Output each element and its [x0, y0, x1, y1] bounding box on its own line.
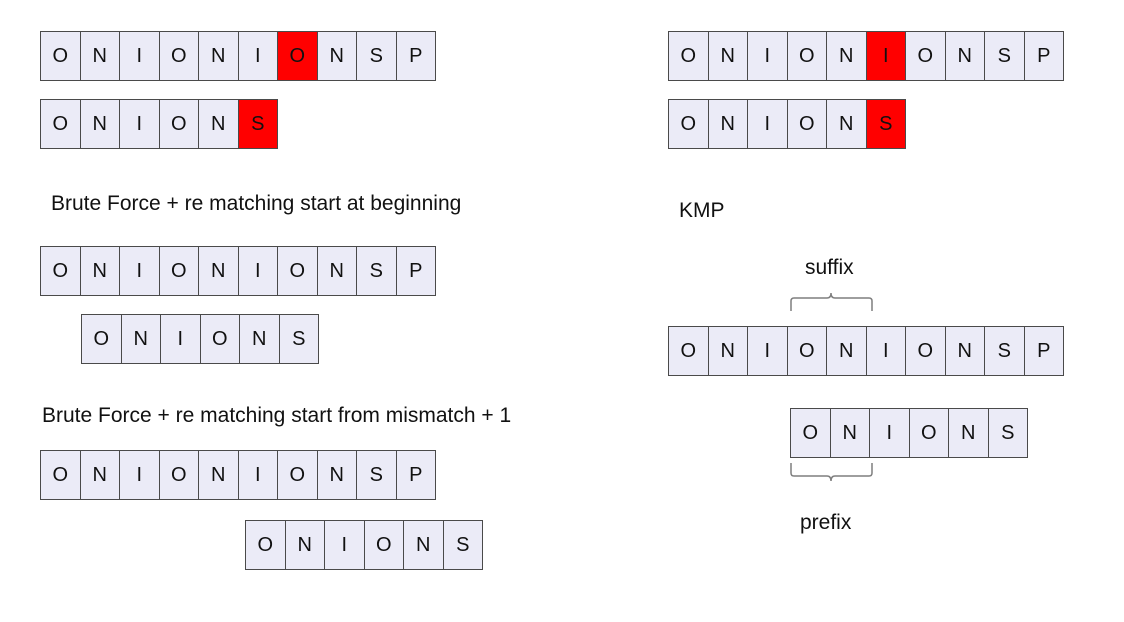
letter-cell: O — [277, 450, 318, 500]
letter-cell: O — [81, 314, 122, 364]
letter-cell: I — [865, 326, 906, 376]
letter-cell: N — [79, 246, 120, 296]
letter-cell: O — [786, 31, 827, 81]
letter-cell: O — [40, 99, 81, 149]
letter-cell: I — [237, 450, 278, 500]
prefix-brace — [790, 463, 873, 482]
letter-cell: O — [199, 314, 240, 364]
prefix-label: prefix — [800, 511, 852, 534]
letter-cell: N — [120, 314, 161, 364]
letter-cell: S — [356, 31, 397, 81]
letter-cell: O — [245, 520, 286, 570]
letter-cell: O — [158, 31, 199, 81]
letter-cell: S — [442, 520, 483, 570]
letter-cell: O — [790, 408, 831, 458]
letter-cell: O — [786, 326, 827, 376]
letter-cell: I — [747, 99, 788, 149]
letter-cell: N — [944, 326, 985, 376]
kmp-label: KMP — [679, 199, 725, 222]
letter-cell: N — [707, 99, 748, 149]
letter-cell: O — [158, 246, 199, 296]
letter-cell: N — [944, 31, 985, 81]
bf-beginning-label: Brute Force + re matching start at begin… — [51, 192, 462, 215]
letter-cell: N — [198, 450, 239, 500]
letter-cell: I — [237, 246, 278, 296]
letter-cell: P — [395, 450, 436, 500]
suffix-brace — [790, 292, 873, 311]
letter-cell: N — [948, 408, 989, 458]
letter-cell: O — [905, 31, 946, 81]
letter-cell: N — [316, 246, 357, 296]
letter-cell: I — [237, 31, 278, 81]
letter-cell: I — [119, 450, 160, 500]
letter-cell: N — [316, 31, 357, 81]
letter-cell: S — [984, 31, 1025, 81]
letter-cell: I — [119, 99, 160, 149]
letter-cell: I — [865, 31, 906, 81]
letter-cell: O — [786, 99, 827, 149]
letter-cell: S — [984, 326, 1025, 376]
letter-cell: S — [356, 246, 397, 296]
letter-cell: N — [79, 450, 120, 500]
letter-cell: I — [324, 520, 365, 570]
letter-cell: I — [869, 408, 910, 458]
letter-cell: P — [1023, 326, 1064, 376]
letter-cell: O — [668, 326, 709, 376]
letter-cell: S — [865, 99, 906, 149]
letter-cell: O — [277, 246, 318, 296]
letter-cell: S — [237, 99, 278, 149]
suffix-label: suffix — [805, 256, 854, 279]
letter-cell: I — [160, 314, 201, 364]
letter-cell: N — [79, 31, 120, 81]
letter-cell: N — [316, 450, 357, 500]
letter-cell: P — [1023, 31, 1064, 81]
letter-cell: N — [829, 408, 870, 458]
letter-cell: N — [707, 31, 748, 81]
letter-cell: O — [40, 31, 81, 81]
letter-cell: N — [826, 99, 867, 149]
letter-cell: O — [908, 408, 949, 458]
letter-cell: N — [403, 520, 444, 570]
letter-cell: O — [40, 246, 81, 296]
letter-cell: P — [395, 31, 436, 81]
letter-cell: O — [277, 31, 318, 81]
letter-cell: S — [278, 314, 319, 364]
letter-cell: S — [356, 450, 397, 500]
letter-cell: N — [198, 99, 239, 149]
letter-cell: N — [79, 99, 120, 149]
letter-cell: N — [198, 31, 239, 81]
letter-cell: I — [119, 246, 160, 296]
letter-cell: O — [158, 99, 199, 149]
letter-cell: N — [826, 31, 867, 81]
letter-cell: O — [905, 326, 946, 376]
letter-cell: N — [826, 326, 867, 376]
letter-cell: N — [707, 326, 748, 376]
letter-cell: I — [119, 31, 160, 81]
letter-cell: N — [198, 246, 239, 296]
letter-cell: I — [747, 326, 788, 376]
letter-cell: P — [395, 246, 436, 296]
letter-cell: S — [987, 408, 1028, 458]
letter-cell: O — [40, 450, 81, 500]
bf-mismatch-label: Brute Force + re matching start from mis… — [42, 404, 512, 427]
letter-cell: N — [284, 520, 325, 570]
letter-cell: O — [363, 520, 404, 570]
letter-cell: O — [668, 99, 709, 149]
letter-cell: I — [747, 31, 788, 81]
letter-cell: O — [668, 31, 709, 81]
letter-cell: O — [158, 450, 199, 500]
letter-cell: N — [239, 314, 280, 364]
